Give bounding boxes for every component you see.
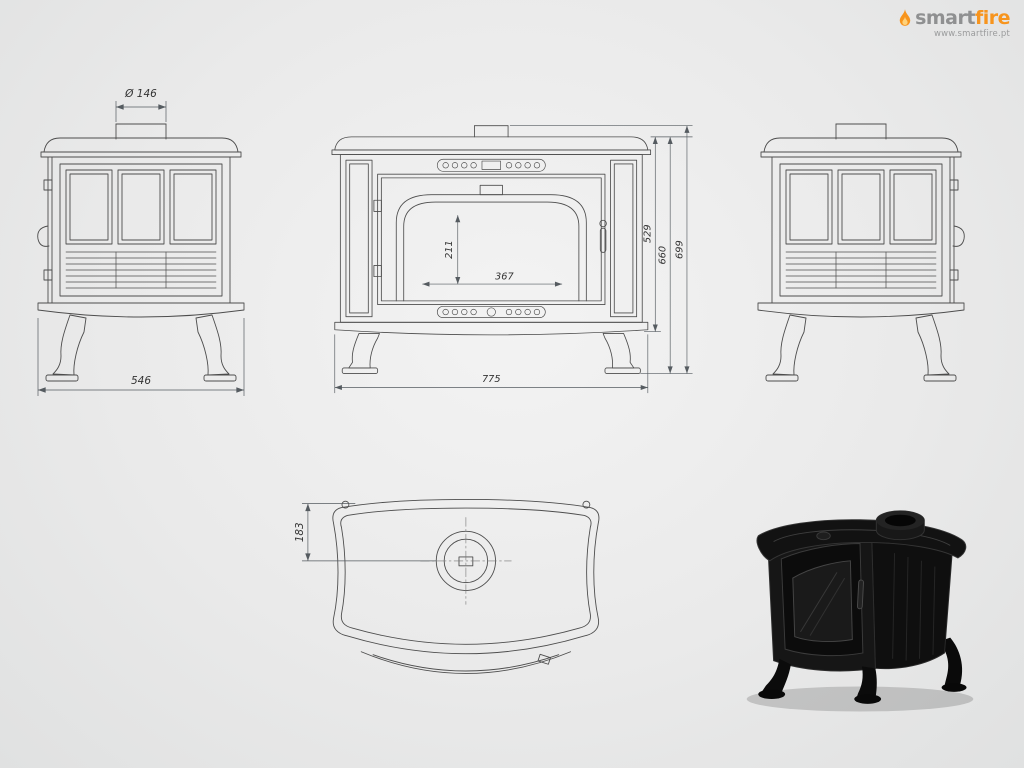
flue-pipe (115, 123, 167, 140)
stove-top-body (332, 498, 600, 674)
top-plate (334, 136, 649, 151)
front-pillars (345, 159, 638, 318)
ash-grille (436, 306, 546, 318)
legs (341, 333, 641, 374)
stove-handle (856, 579, 864, 610)
side-view-right (740, 84, 976, 404)
dim-label-firebox-height: 529 (643, 224, 654, 243)
side-view-left-drawing: Ø 146 546 (37, 88, 245, 396)
side-panels (65, 169, 217, 245)
stove-3d-drawing (746, 510, 974, 712)
dim-label-flue-diameter: Ø 146 (124, 88, 157, 100)
dim-glass-height: 211 (444, 215, 461, 285)
front-legs (758, 658, 882, 704)
flame-icon (899, 9, 911, 26)
front-door (373, 173, 606, 306)
plinth (37, 302, 245, 318)
top-view-drawing: 183 (294, 498, 600, 674)
stove-glass (792, 560, 853, 643)
door-edge-and-handle (37, 156, 53, 304)
stove-3d (746, 510, 974, 712)
stove-side-body-mirrored (757, 123, 965, 382)
side-louvers (65, 251, 217, 289)
side-view-left: Ø 146 546 (26, 84, 262, 404)
door-handle (599, 219, 607, 253)
dim-label-front-width: 775 (482, 374, 501, 385)
door-arch (395, 194, 587, 302)
brand-url: www.smartfire.pt (933, 29, 1010, 39)
product-render-3d (716, 436, 1004, 724)
brand-row: smartfire (898, 6, 1011, 29)
dim-front-width: 775 (334, 334, 649, 394)
top-plate-outline (332, 498, 600, 655)
top-plate-inner-line (340, 507, 592, 645)
top-view: 183 (290, 474, 626, 711)
brand-name-smart: smart (915, 6, 975, 29)
dim-label-flue-center-offset: 183 (294, 522, 306, 542)
stove-side-body (37, 123, 245, 382)
flue-collar-3d (875, 510, 925, 541)
legs (45, 314, 237, 382)
brand-name: smartfire (915, 6, 1011, 29)
flue-collar (474, 125, 509, 138)
dim-flue-diameter: Ø 146 (115, 88, 167, 122)
top-vent-grille (436, 158, 546, 172)
front-lip (360, 651, 572, 674)
front-view-drawing: 211 367 529 660 699 (331, 125, 693, 394)
stove-front-body (331, 125, 652, 374)
front-view: 211 367 529 660 699 (318, 118, 700, 398)
dim-glass-width: 367 (422, 271, 563, 287)
dim-label-glass-height: 211 (444, 240, 455, 259)
dim-flue-center-offset: 183 (294, 503, 437, 562)
side-slats (892, 553, 936, 661)
brand-name-fire: fire (974, 6, 1011, 29)
dim-label-side-depth: 546 (131, 375, 151, 387)
dim-label-glass-width: 367 (495, 271, 514, 282)
dim-side-depth: 546 (37, 318, 245, 396)
dim-label-body-height: 660 (658, 246, 669, 265)
brand-logo: smartfire www.smartfire.pt (898, 6, 1011, 39)
side-view-right-drawing (757, 123, 965, 382)
door-glass (403, 201, 580, 302)
dim-heights: 529 660 699 (509, 125, 693, 374)
dim-label-total-height: 699 (674, 240, 685, 259)
top-plate (43, 137, 239, 153)
plinth (334, 321, 649, 336)
